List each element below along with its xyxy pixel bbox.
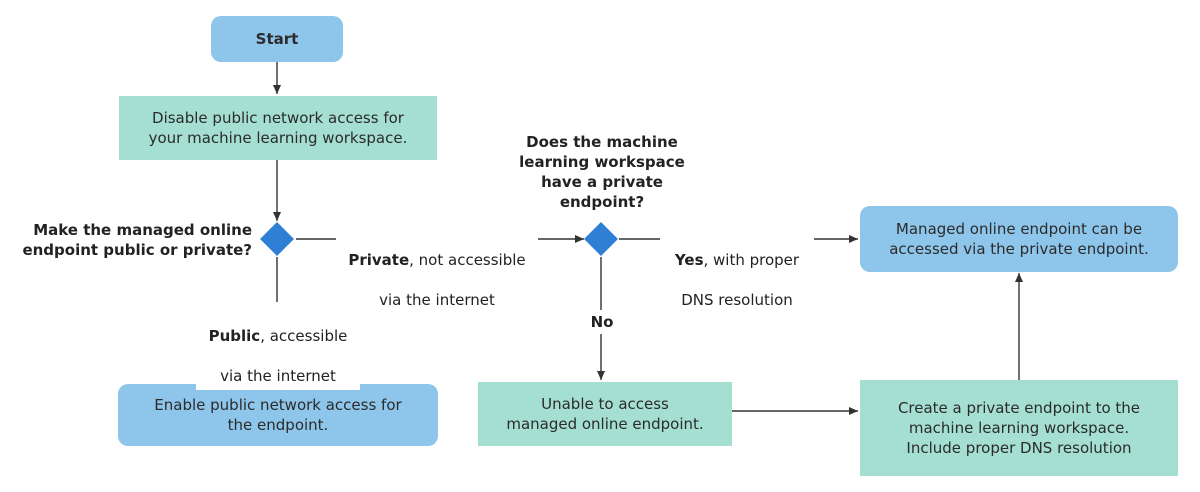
enable-public-access-node: Enable public network access for the end… [118, 384, 438, 446]
decision-endpoint-visibility-question: Make the managed online endpoint public … [22, 221, 252, 259]
decision-workspace-private-endpoint-question: Does the machine learning workspace have… [519, 133, 685, 211]
disable-public-access-node: Disable public network access for your m… [119, 96, 437, 160]
edge-label-public-line2: via the internet [220, 367, 336, 385]
edge-label-private: Private, not accessible via the internet [336, 230, 538, 310]
edge-label-yes-rest: , with proper [703, 251, 800, 269]
edge-label-private-rest: , not accessible [409, 251, 526, 269]
edge-label-private-bold: Private [348, 251, 410, 269]
unable-to-access-node: Unable to access managed online endpoint… [478, 382, 732, 446]
edge-label-private-line2: via the internet [379, 291, 495, 309]
edge-label-yes: Yes, with proper DNS resolution [660, 230, 814, 310]
edge-label-public-rest: , accessible [260, 327, 348, 345]
accessible-via-private-endpoint-node: Managed online endpoint can be accessed … [860, 206, 1178, 272]
edge-label-public: Public, accessible via the internet [196, 302, 360, 390]
edge-label-yes-line2: DNS resolution [681, 291, 793, 309]
edge-label-no: No [584, 310, 620, 334]
create-private-endpoint-node: Create a private endpoint to the machine… [860, 380, 1178, 476]
start-node: Start [211, 16, 343, 62]
edge-label-public-bold: Public [208, 327, 261, 345]
edge-label-yes-bold: Yes [674, 251, 704, 269]
